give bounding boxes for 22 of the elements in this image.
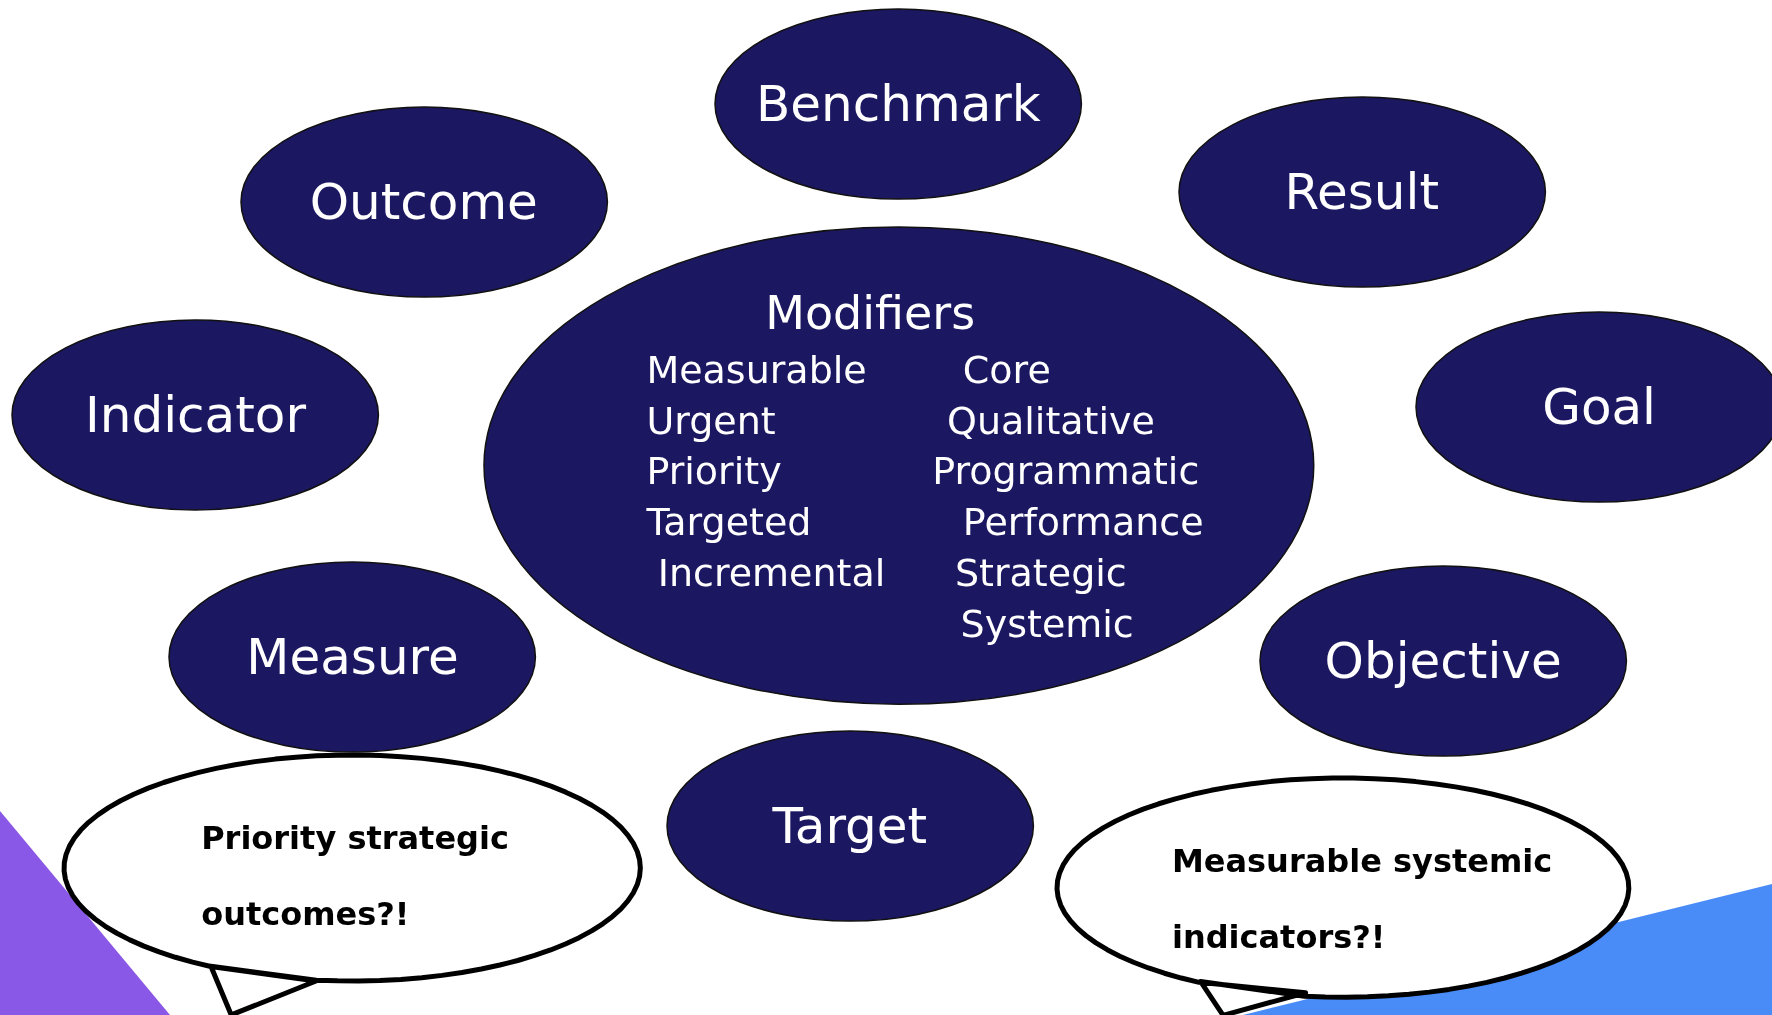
term-label: Indicator	[85, 387, 306, 443]
term-label: Benchmark	[756, 76, 1041, 132]
term-label: Result	[1284, 164, 1439, 220]
speech-text: Priority strategic outcomes?!	[201, 818, 510, 936]
term-label: Goal	[1542, 379, 1656, 435]
modifier-word: Measurable	[646, 349, 867, 392]
term-label: Outcome	[309, 174, 538, 230]
speech-text: Measurable systemic indicators?!	[1171, 840, 1554, 958]
term-label: Target	[772, 798, 928, 854]
modifier-word: Incremental	[657, 553, 886, 595]
modifier-word: Systemic	[960, 604, 1134, 646]
modifier-word: Strategic	[954, 553, 1127, 595]
term-label: Measure	[246, 629, 459, 685]
modifier-word: Targeted	[646, 502, 812, 545]
modifier-word: Programmatic	[932, 451, 1200, 494]
term-label: Objective	[1324, 633, 1562, 689]
modifier-word: Core	[962, 349, 1051, 392]
group-heading: Modifiers	[765, 287, 976, 339]
modifier-word: Performance	[962, 502, 1204, 545]
modifier-word: Priority	[646, 451, 782, 494]
modifier-word: Qualitative	[947, 400, 1155, 443]
modifier-word: Urgent	[646, 400, 776, 443]
